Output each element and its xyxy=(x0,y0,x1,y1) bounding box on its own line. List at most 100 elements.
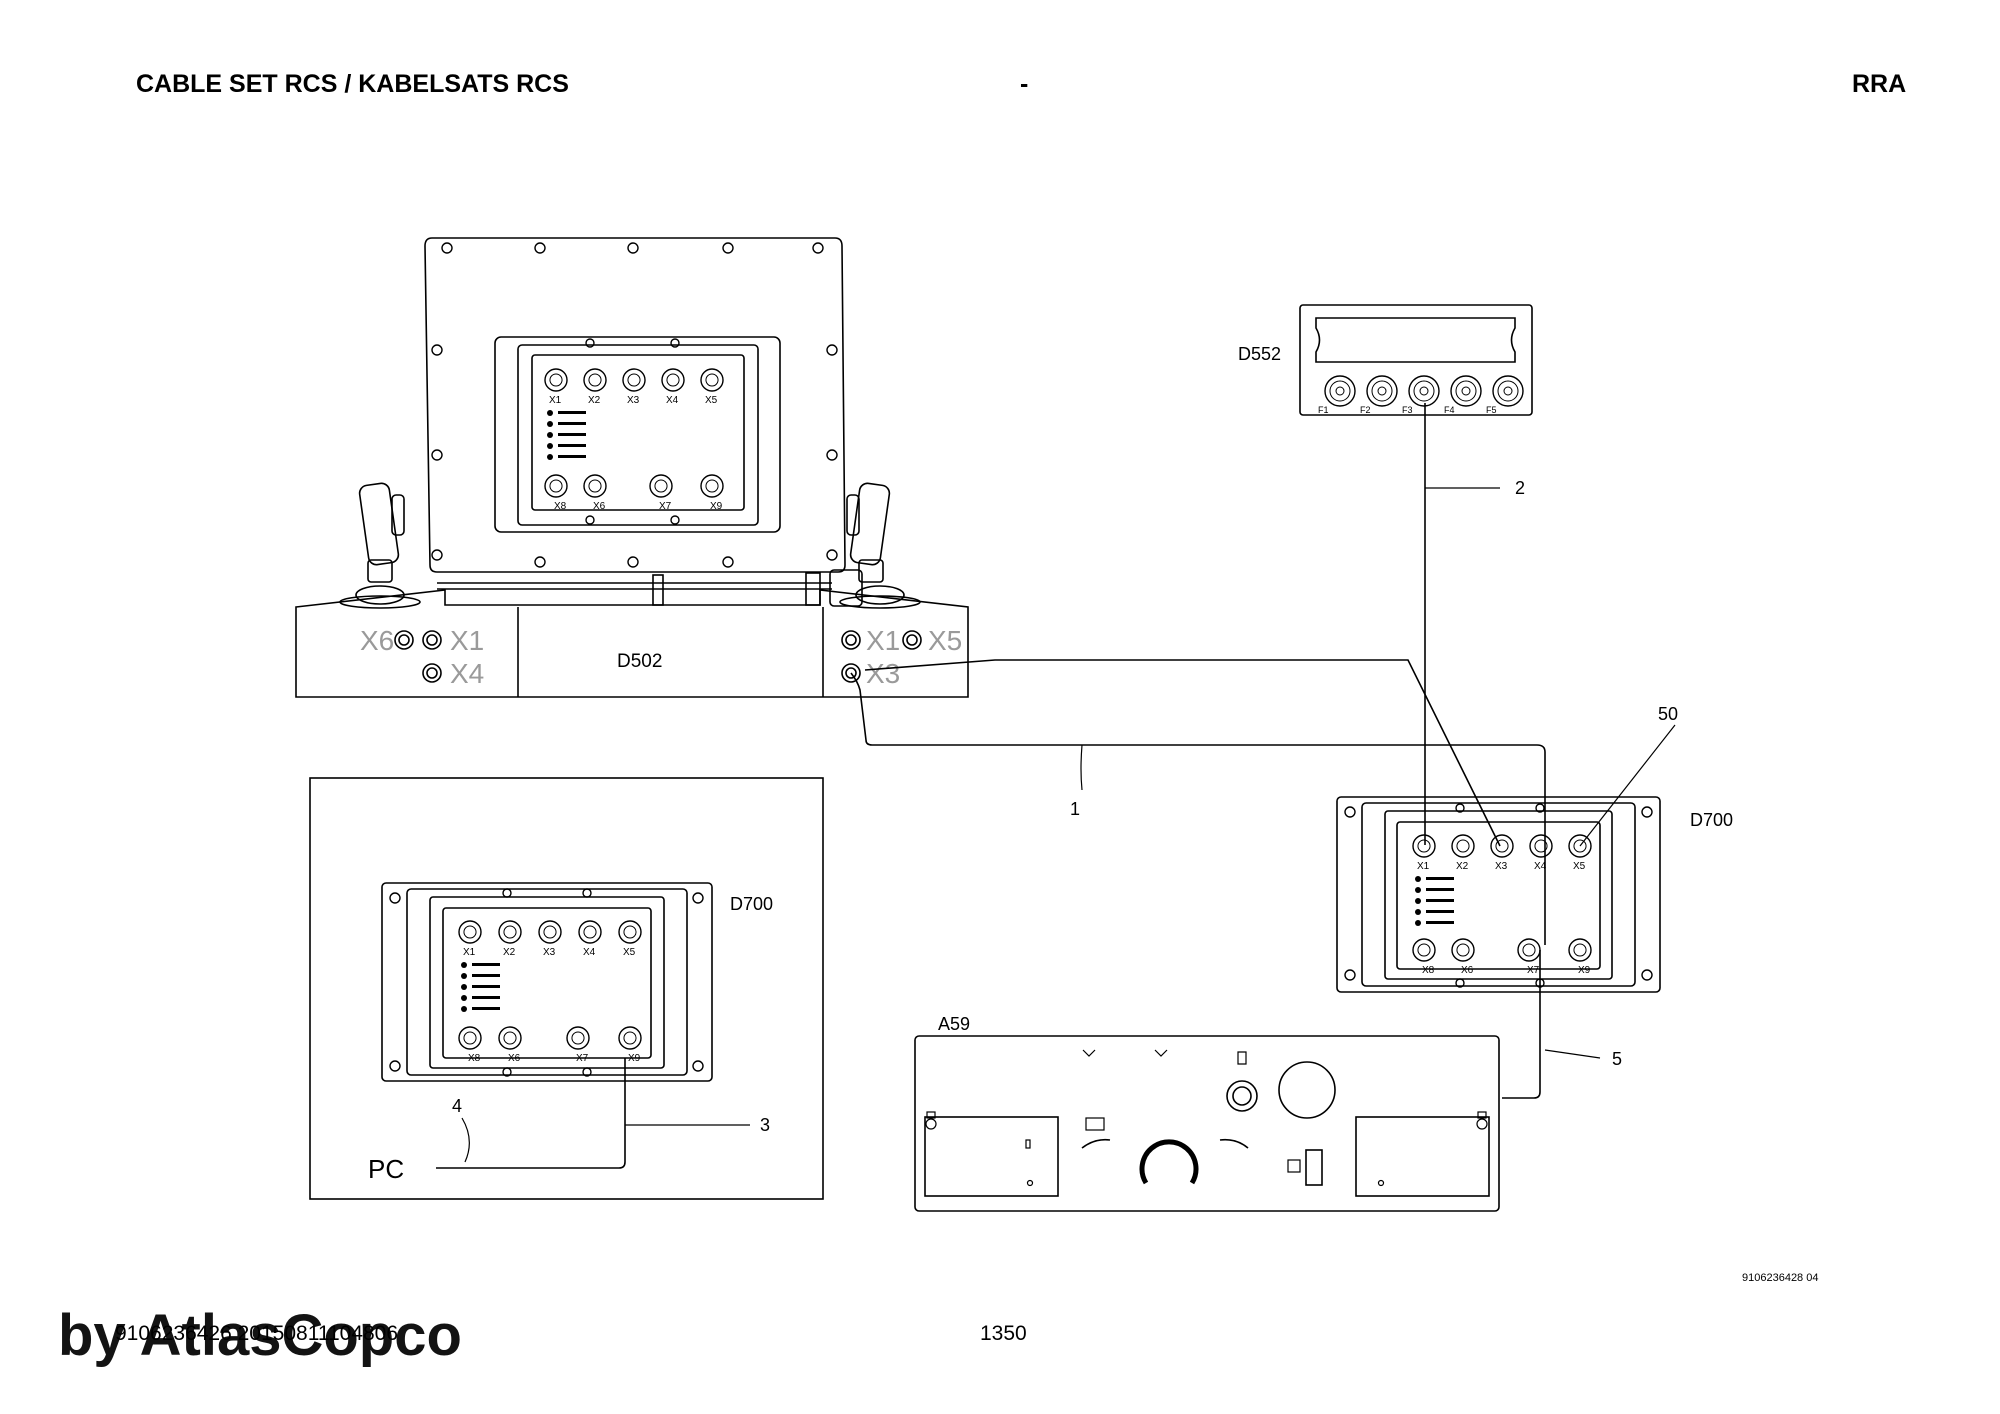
d700-inset-port-label: X8 xyxy=(468,1053,481,1064)
d700-main-status-led xyxy=(1415,876,1421,882)
display-port-x2 xyxy=(583,368,607,392)
callout-2: 2 xyxy=(1515,478,1525,498)
d700-inset-port-label: X6 xyxy=(508,1053,521,1064)
display-port-x3 xyxy=(622,368,646,392)
d700-main-status-led xyxy=(1415,909,1421,915)
d552-port-label: F3 xyxy=(1402,405,1413,415)
d700-inset-label: D700 xyxy=(730,894,773,914)
d700-main-port-label: X5 xyxy=(1573,861,1586,872)
d700-main-label: D700 xyxy=(1690,810,1733,830)
display-port-x8 xyxy=(544,474,568,498)
callout-leaders xyxy=(461,487,1676,1163)
display-port-label: X7 xyxy=(659,501,672,512)
display-port-label: X6 xyxy=(593,501,606,512)
display-port-label: X8 xyxy=(554,501,567,512)
display-status-led xyxy=(547,443,553,449)
display-status-led xyxy=(547,410,553,416)
display-status-led xyxy=(547,454,553,460)
header-dash: - xyxy=(1020,70,1029,98)
display-status-led xyxy=(547,432,553,438)
display-port-label: X2 xyxy=(588,395,601,406)
d700-inset-port-label: X7 xyxy=(576,1053,589,1064)
cable-1 xyxy=(850,672,1546,945)
pc-label: PC xyxy=(368,1154,404,1184)
callout-4: 4 xyxy=(452,1096,462,1116)
right-joystick xyxy=(839,482,921,609)
d700-main-port-x8 xyxy=(1412,938,1436,962)
callout-3: 3 xyxy=(760,1115,770,1135)
display-status-led xyxy=(547,421,553,427)
header-code: RRA xyxy=(1852,70,1907,98)
d502-right-x5: X5 xyxy=(928,625,962,656)
a59-panel: A59 xyxy=(914,1014,1500,1212)
d552-port-f1 xyxy=(1324,375,1356,407)
page-title: CABLE SET RCS / KABELSATS RCS xyxy=(136,70,569,98)
d502-left-x6: X6 xyxy=(360,625,394,656)
d502-right-x1: X1 xyxy=(866,625,900,656)
d700-inset-port-label: X4 xyxy=(583,947,596,958)
cable-x3-x3 xyxy=(864,659,1501,847)
d502-connector-nuts xyxy=(394,630,922,683)
display-port-label: X9 xyxy=(710,501,723,512)
d700-main-port-x2 xyxy=(1451,834,1475,858)
d700-main-port-x3 xyxy=(1490,834,1514,858)
display-port-label: X5 xyxy=(705,395,718,406)
d552-label: D552 xyxy=(1238,344,1281,364)
d502-left-x4: X4 xyxy=(450,658,484,689)
d700-main-port-x4 xyxy=(1529,834,1553,858)
cable-5 xyxy=(1502,950,1541,1099)
d552-port-label: F5 xyxy=(1486,405,1497,415)
d700-inset-port-x2 xyxy=(498,920,522,944)
d700-main-port-label: X2 xyxy=(1456,861,1469,872)
document-number: 9106236426 20150811104806 xyxy=(115,1322,399,1345)
callout-1: 1 xyxy=(1070,799,1080,819)
d700-inset-status-led xyxy=(461,1006,467,1012)
display-port-x1 xyxy=(544,368,568,392)
d700-main-status-led xyxy=(1415,887,1421,893)
d700-main-port-x6 xyxy=(1451,938,1475,962)
d502-left-x1: X1 xyxy=(450,625,484,656)
display-port-x7 xyxy=(649,474,673,498)
d552-port-label: F4 xyxy=(1444,405,1455,415)
d700-main-port-x1 xyxy=(1412,834,1436,858)
watermark: by AtlasCopco xyxy=(58,1303,462,1368)
d700-inset-port-x9 xyxy=(618,1026,642,1050)
d700-inset-port-x3 xyxy=(538,920,562,944)
d700-main-port-label: X9 xyxy=(1578,965,1591,976)
d700-inset-port-x1 xyxy=(458,920,482,944)
d700-inset-port-label: X9 xyxy=(628,1053,641,1064)
d552-port-label: F1 xyxy=(1318,405,1329,415)
d700-main-port-x9 xyxy=(1568,938,1592,962)
d552-port-f4 xyxy=(1450,375,1482,407)
d700-inset-status-led xyxy=(461,962,467,968)
d700-main-port-x7 xyxy=(1517,938,1541,962)
display-port-x6 xyxy=(583,474,607,498)
d700-inset-port-x4 xyxy=(578,920,602,944)
callout-5: 5 xyxy=(1612,1049,1622,1069)
cable-3 xyxy=(436,1058,626,1169)
callout-50: 50 xyxy=(1658,704,1678,724)
d700-inset-port-label: X1 xyxy=(463,947,476,958)
display-port-x9 xyxy=(700,474,724,498)
d552-port-f2 xyxy=(1366,375,1398,407)
display-port-label: X3 xyxy=(627,395,640,406)
d700-inset-status-led xyxy=(461,995,467,1001)
left-joystick xyxy=(339,482,421,609)
d552-port-f3 xyxy=(1408,375,1440,407)
d700-inset-port-label: X3 xyxy=(543,947,556,958)
display-port-x5 xyxy=(700,368,724,392)
d700-inset-status-led xyxy=(461,973,467,979)
page-number: 1350 xyxy=(980,1322,1027,1345)
d700-inset-port-label: X2 xyxy=(503,947,516,958)
d700-inset-port-label: X5 xyxy=(623,947,636,958)
drawing-number: 9106236428 04 xyxy=(1742,1272,1819,1284)
